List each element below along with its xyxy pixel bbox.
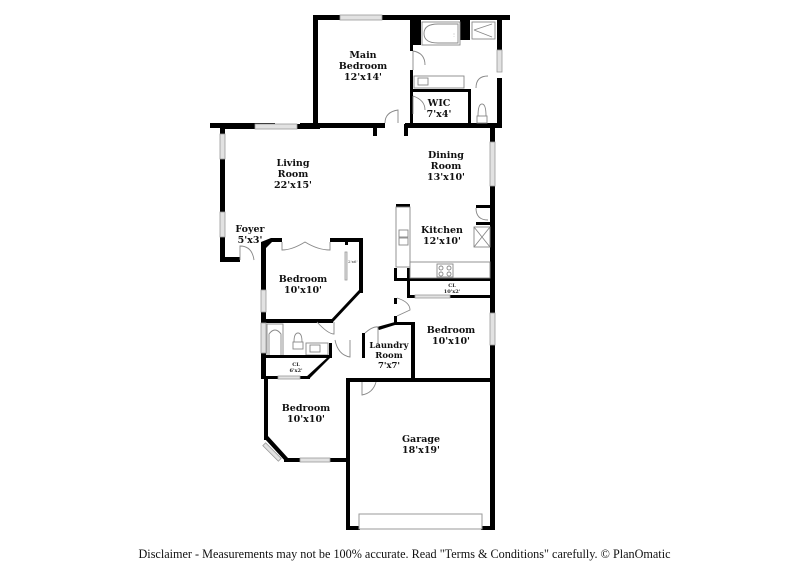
- room-name: Room: [375, 351, 403, 361]
- room-dimensions: 5'x3': [237, 235, 263, 246]
- dining-window: [489, 141, 496, 187]
- closet-label-bath: CL 6'x2': [289, 362, 302, 374]
- room-label-kitchen: Kitchen 12'x10': [421, 225, 463, 247]
- master-shower: [471, 21, 496, 40]
- master-bathtub: ⋮: [421, 21, 461, 46]
- bath-window: [496, 49, 503, 73]
- hall-bath: [260, 319, 332, 380]
- room-label-dining-room: Dining Room 13'x10': [427, 150, 465, 183]
- room-label-foyer: Foyer 5'x3': [235, 224, 264, 246]
- room-dimensions: 10'x10': [284, 285, 322, 296]
- room-dimensions: 13'x10': [427, 172, 465, 183]
- room-name: Dining: [428, 150, 464, 161]
- room-label-garage: Garage 18'x19': [402, 434, 440, 456]
- living-window-left-2: [219, 211, 226, 238]
- bedroom-2-walls: [261, 238, 363, 336]
- front-door: [239, 245, 255, 261]
- wic-door: [412, 95, 426, 114]
- room-label-living-room: Living Room 22'x15': [274, 158, 312, 191]
- room-name: Bedroom: [278, 274, 328, 285]
- garage-door: [358, 513, 483, 530]
- garage-door-inner: [361, 381, 377, 396]
- room-dimensions: 7'x7': [377, 361, 401, 371]
- room-name: Room: [277, 169, 309, 180]
- closet-label-kitchen: CL 10'x2': [444, 283, 460, 295]
- bedroom-4-window-angled: [262, 442, 282, 462]
- room-dimensions: 10'x10': [432, 336, 470, 347]
- closet-name: CL: [292, 362, 300, 368]
- closet-dimensions: 10'x2': [443, 289, 461, 295]
- room-label-wic: WIC 7'x4': [427, 98, 452, 120]
- bedroom-3-door: [396, 297, 411, 317]
- room-label-main-bedroom: Main Bedroom 12'x14': [339, 50, 387, 83]
- room-dimensions: 10'x10': [287, 414, 325, 425]
- toilet-door: [475, 75, 489, 89]
- room-name: Laundry: [369, 341, 409, 351]
- disclaimer-text: Disclaimer - Measurements may not be 100…: [138, 547, 671, 561]
- room-name: Living: [276, 158, 310, 169]
- room-label-bedroom-2: Bedroom 10'x10': [279, 274, 327, 296]
- room-dimensions: 22'x15': [274, 180, 312, 191]
- room-dimensions: 12'x14': [344, 72, 382, 83]
- kitchen-counters: [395, 206, 491, 279]
- room-name: Room: [430, 161, 462, 172]
- main-suite-walls: [210, 15, 510, 128]
- closet-dimensions: 6'x2': [289, 368, 303, 374]
- room-label-bedroom-4: Bedroom 10'x10': [282, 403, 330, 425]
- laundry-walls: [346, 298, 495, 382]
- room-dimensions: 12'x10': [423, 236, 461, 247]
- living-window-top: [254, 123, 298, 130]
- room-name: Garage: [401, 434, 441, 445]
- kitchen-closet-door: [414, 294, 451, 299]
- bedroom-3-window: [489, 312, 496, 346]
- closet-name: CL: [448, 283, 456, 289]
- room-name: Bedroom: [338, 61, 388, 72]
- living-window-left-1: [219, 133, 226, 160]
- laundry-door: [364, 326, 379, 345]
- room-name: Kitchen: [421, 225, 463, 236]
- main-bedroom-window: [339, 14, 383, 21]
- room-dimensions: 7'x4': [426, 109, 452, 120]
- svg-text:⋮: ⋮: [452, 32, 456, 37]
- garage-walls: [346, 378, 495, 530]
- room-name: WIC: [427, 98, 451, 109]
- room-label-bedroom-3: Bedroom 10'x10': [427, 325, 475, 347]
- room-name: Bedroom: [426, 325, 476, 336]
- bedroom-4-window: [299, 457, 331, 463]
- hall-door: [334, 339, 351, 358]
- closet-label-bedroom: 2'x6': [348, 259, 358, 264]
- bedroom-2-closet-door: [344, 251, 348, 281]
- bedroom-2-window: [260, 289, 267, 313]
- bath-door: [412, 50, 426, 70]
- room-name: Foyer: [235, 224, 265, 235]
- hall-bath-door: [316, 321, 335, 335]
- room-label-laundry-room: Laundry Room 7'x7': [369, 341, 408, 371]
- main-bedroom-door: [384, 109, 399, 124]
- room-dimensions: 18'x19': [402, 445, 440, 456]
- room-name: Main: [349, 50, 377, 61]
- bedroom-2-bifold-door: [281, 241, 331, 251]
- master-toilet: [476, 103, 488, 124]
- room-name: Bedroom: [281, 403, 331, 414]
